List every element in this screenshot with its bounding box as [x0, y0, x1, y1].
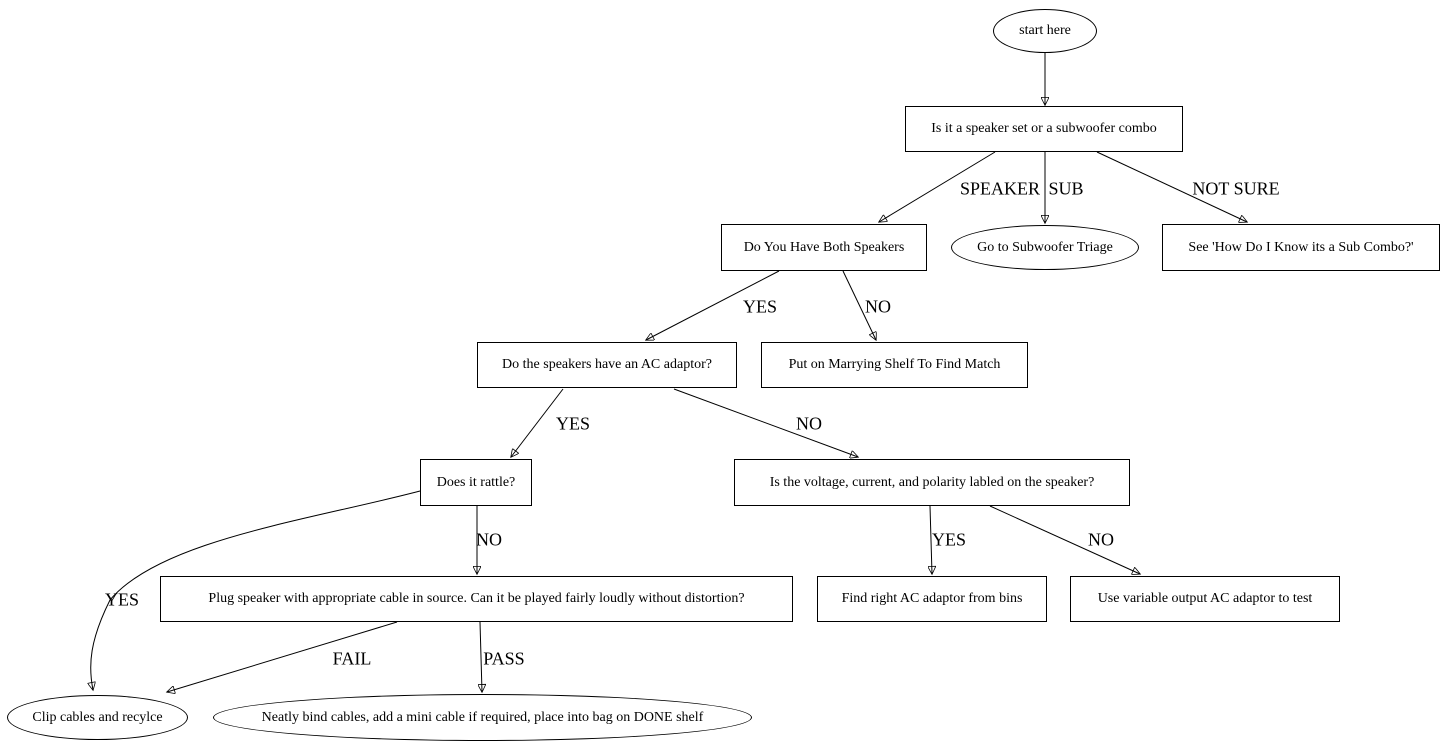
node-voltage-labled-label: Is the voltage, current, and polarity la… — [769, 474, 1095, 490]
node-rattle: Does it rattle? — [420, 459, 532, 506]
node-rattle-label: Does it rattle? — [436, 474, 516, 490]
node-start-here-label: start here — [1019, 23, 1071, 39]
edge-label-rattle-yes: YES — [104, 589, 140, 610]
edge-rattle-yes — [91, 490, 421, 690]
edge-label-speaker: SPEAKER — [959, 178, 1041, 199]
node-find-ac-adaptor-label: Find right AC adaptor from bins — [841, 591, 1023, 607]
node-plug-speaker-label: Plug speaker with appropriate cable in s… — [208, 591, 745, 607]
node-see-how-know-label: See 'How Do I Know its a Sub Combo?' — [1188, 239, 1414, 255]
edge-label-pass: PASS — [483, 648, 525, 669]
edge-label-voltage-no: NO — [1088, 529, 1114, 550]
node-clip-cables-label: Clip cables and recylce — [32, 709, 163, 725]
node-neatly-bind: Neatly bind cables, add a mini cable if … — [213, 694, 752, 741]
edge-label-ac-no: NO — [796, 413, 822, 434]
edge-fail — [167, 621, 398, 692]
node-voltage-labled: Is the voltage, current, and polarity la… — [734, 459, 1130, 506]
node-ac-adaptor-label: Do the speakers have an AC adaptor? — [502, 357, 712, 373]
edge-label-ac-yes: YES — [555, 413, 591, 434]
edge-voltage-no — [989, 505, 1140, 574]
node-variable-ac-adaptor-label: Use variable output AC adaptor to test — [1097, 591, 1313, 607]
edge-label-voltage-yes: YES — [931, 529, 967, 550]
node-go-subwoofer-triage-label: Go to Subwoofer Triage — [977, 239, 1113, 255]
node-find-ac-adaptor: Find right AC adaptor from bins — [817, 576, 1047, 622]
node-go-subwoofer-triage: Go to Subwoofer Triage — [951, 225, 1139, 270]
node-plug-speaker: Plug speaker with appropriate cable in s… — [160, 576, 793, 622]
edge-ac-yes — [511, 388, 564, 457]
edge-ac-no — [673, 388, 858, 457]
node-see-how-know: See 'How Do I Know its a Sub Combo?' — [1162, 224, 1440, 271]
edge-both-no — [842, 270, 876, 340]
edge-both-yes — [646, 270, 780, 340]
node-variable-ac-adaptor: Use variable output AC adaptor to test — [1070, 576, 1340, 622]
edge-label-not-sure: NOT SURE — [1192, 178, 1280, 199]
edge-not-sure — [1096, 151, 1247, 222]
node-both-speakers-label: Do You Have Both Speakers — [743, 239, 905, 255]
node-clip-cables: Clip cables and recylce — [7, 695, 188, 740]
edge-pass — [480, 621, 482, 692]
edge-label-rattle-no: NO — [476, 529, 502, 550]
edge-label-both-yes: YES — [742, 296, 778, 317]
node-neatly-bind-label: Neatly bind cables, add a mini cable if … — [261, 709, 704, 725]
edge-label-fail: FAIL — [332, 648, 372, 669]
edge-voltage-yes — [930, 505, 932, 574]
node-is-speaker-or-sub: Is it a speaker set or a subwoofer combo — [905, 106, 1183, 152]
node-marrying-shelf: Put on Marrying Shelf To Find Match — [761, 342, 1028, 388]
node-is-speaker-or-sub-label: Is it a speaker set or a subwoofer combo — [931, 121, 1157, 137]
node-ac-adaptor: Do the speakers have an AC adaptor? — [477, 342, 737, 388]
node-marrying-shelf-label: Put on Marrying Shelf To Find Match — [788, 357, 1001, 373]
edge-speaker — [879, 151, 996, 222]
node-both-speakers: Do You Have Both Speakers — [721, 224, 927, 271]
node-start-here: start here — [993, 9, 1097, 53]
edge-label-both-no: NO — [865, 296, 891, 317]
edge-label-sub: SUB — [1048, 178, 1084, 199]
